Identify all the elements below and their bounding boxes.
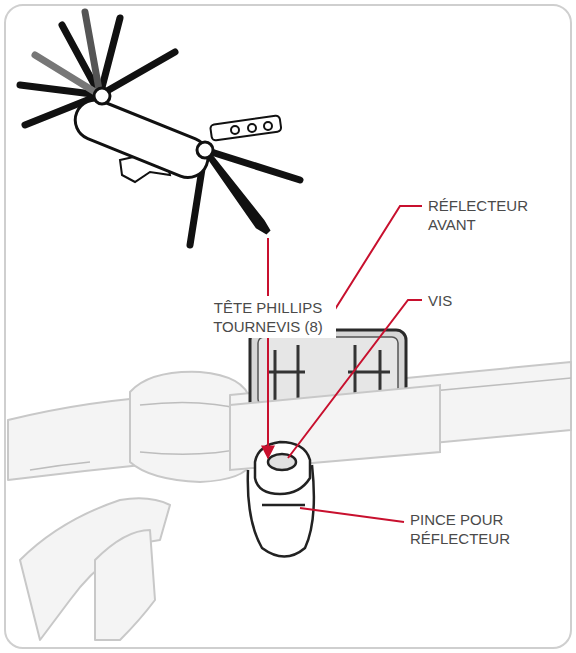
part-label: RÉFLECTEUR AVANT [428,196,553,234]
part-label: VIS [428,291,488,310]
frame [5,5,571,648]
bike-sketch [8,362,571,640]
tool-label: TÊTE PHILLIPS TOURNEVIS (8) [200,296,336,338]
reflector-clamp [248,442,314,557]
multitool [20,12,300,245]
part-label: PINCE POUR RÉFLECTEUR [410,510,535,548]
leader-lines [268,206,422,522]
